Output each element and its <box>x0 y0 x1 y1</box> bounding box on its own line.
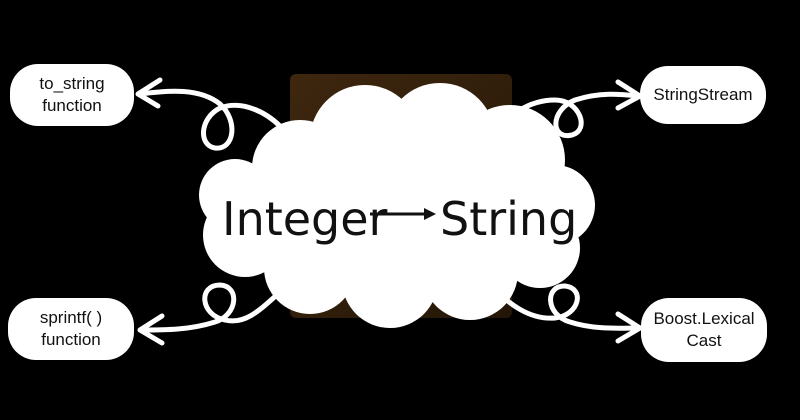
source-type-label: Integer <box>222 192 388 246</box>
method-sprintf: sprintf( ) function <box>8 298 134 360</box>
method-boost-line1: Boost.Lexical <box>653 309 755 328</box>
cloud-shape <box>199 83 595 328</box>
method-boost-line2: Cast <box>686 331 722 350</box>
target-type-label: String <box>440 192 578 246</box>
arrow-boost <box>487 282 641 331</box>
arrow-to-string-head <box>135 77 163 109</box>
method-sprintf-line1: sprintf( ) <box>39 308 103 327</box>
arrow-boost-head <box>615 311 643 344</box>
method-to-string-line1: to_string <box>39 74 105 93</box>
arrow-sprintf <box>139 282 283 333</box>
method-to-string-line2: function <box>42 96 102 115</box>
arrow-stringstream <box>487 91 641 143</box>
arrow-to-string <box>137 88 293 151</box>
right-arrow-icon <box>370 208 436 220</box>
method-sprintf-line2: function <box>41 330 101 349</box>
method-boost-lexical-cast: Boost.Lexical Cast <box>641 298 767 362</box>
method-to-string: to_string function <box>10 64 134 126</box>
arrow-sprintf-head <box>137 313 165 346</box>
method-stringstream-line1: StringStream <box>653 85 753 104</box>
method-stringstream: StringStream <box>640 66 766 124</box>
